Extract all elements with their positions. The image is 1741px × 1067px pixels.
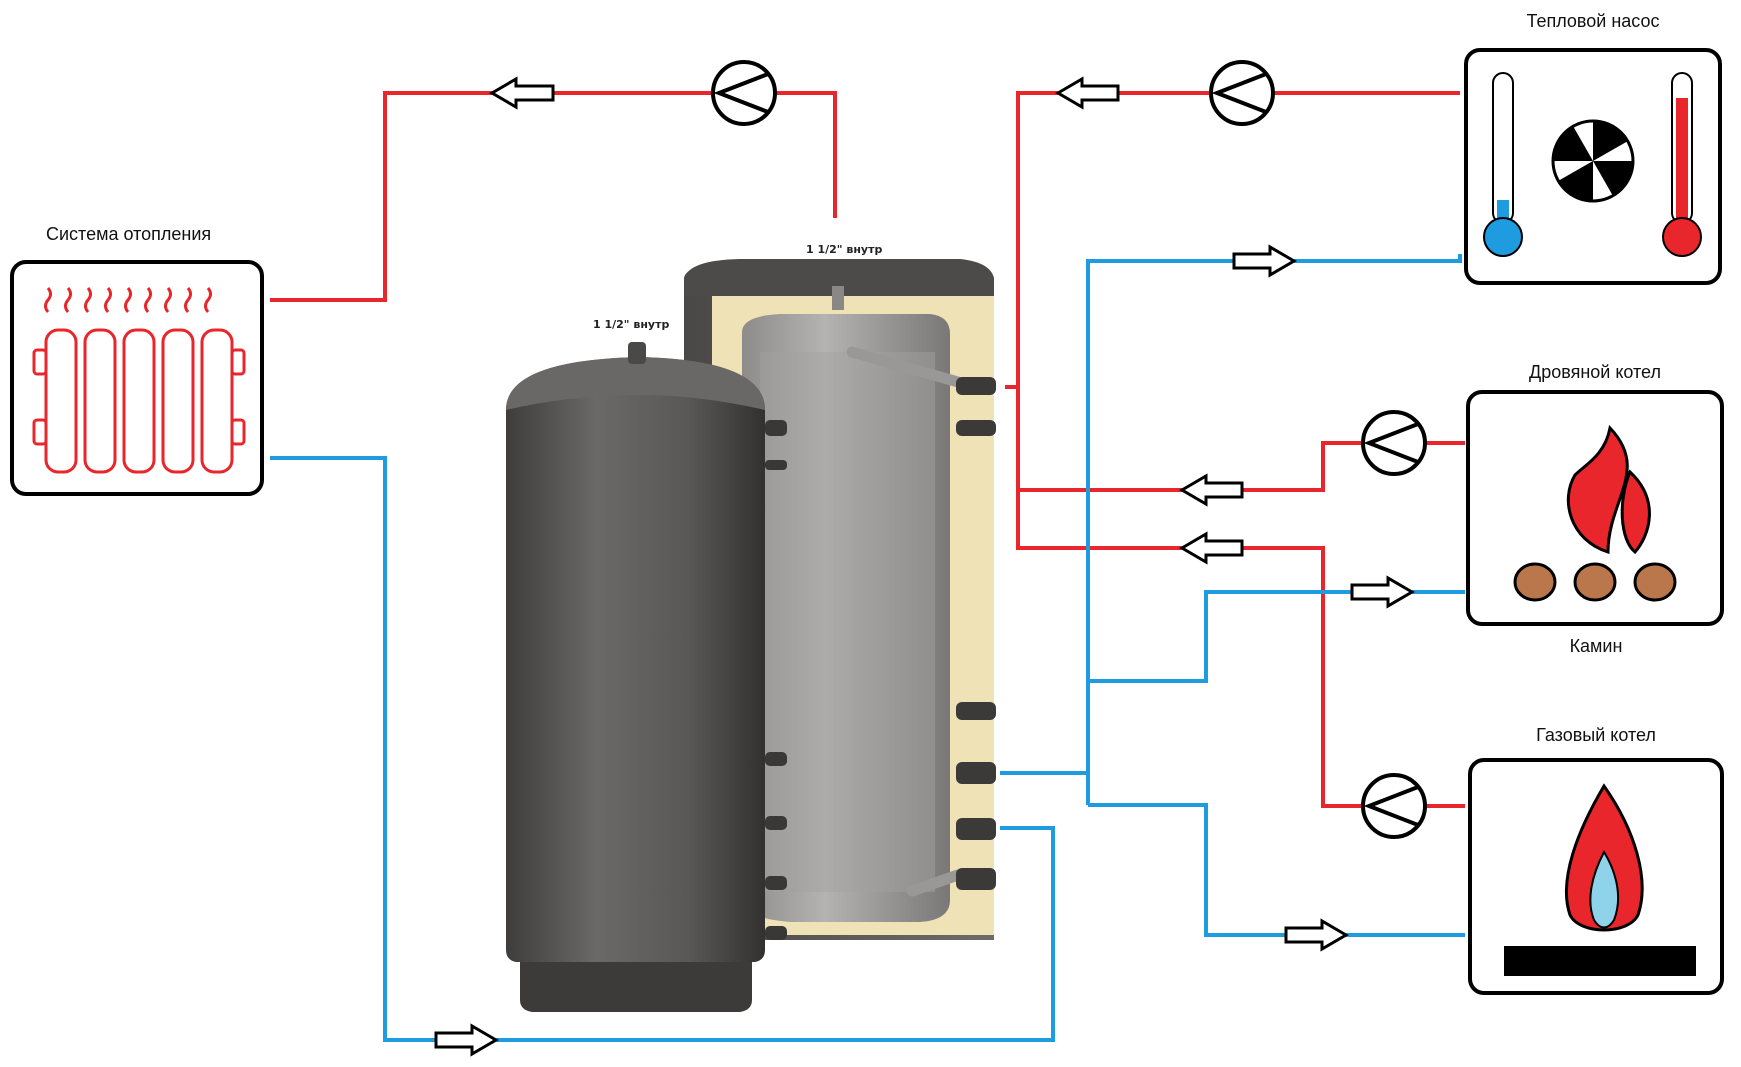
buffer-tank	[506, 259, 997, 1012]
flow-arrow-icon	[434, 1023, 499, 1057]
circulation-pump-icon	[1361, 410, 1427, 476]
circulation-pump-icon	[1361, 773, 1427, 839]
radiator-icon	[32, 287, 246, 474]
flow-arrow-icon	[489, 76, 555, 110]
flow-arrow-icon	[1055, 76, 1120, 110]
gas-boiler-box	[1468, 758, 1724, 995]
wood-fire-icon	[1513, 424, 1677, 602]
port-label-top-left: 1 1/2" внутр	[593, 318, 669, 331]
wood-boiler-label: Дровяной котел	[1529, 362, 1661, 382]
heating-system-box	[10, 260, 264, 496]
circulation-pump-icon	[1209, 60, 1275, 126]
port-label-top-right: 1 1/2" внутр	[806, 243, 882, 256]
heat-pump-label: Тепловой насос	[1526, 11, 1659, 31]
heating-system-label: Система отопления	[46, 224, 211, 244]
gas-boiler-label: Газовый котел	[1536, 725, 1656, 745]
flow-arrow-icon	[1350, 575, 1415, 609]
flow-arrow-icon	[1232, 244, 1297, 278]
flow-arrow-icon	[1179, 531, 1244, 565]
wood-boiler-box	[1466, 390, 1724, 626]
heat-pump-box	[1464, 48, 1722, 285]
flow-arrow-icon	[1179, 473, 1244, 507]
fireplace-label: Камин	[1570, 636, 1623, 656]
flow-arrow-icon	[1284, 918, 1349, 952]
heat-pump-icon	[1483, 72, 1702, 257]
circulation-pump-icon	[711, 60, 777, 126]
gas-flame-icon	[1504, 783, 1696, 976]
